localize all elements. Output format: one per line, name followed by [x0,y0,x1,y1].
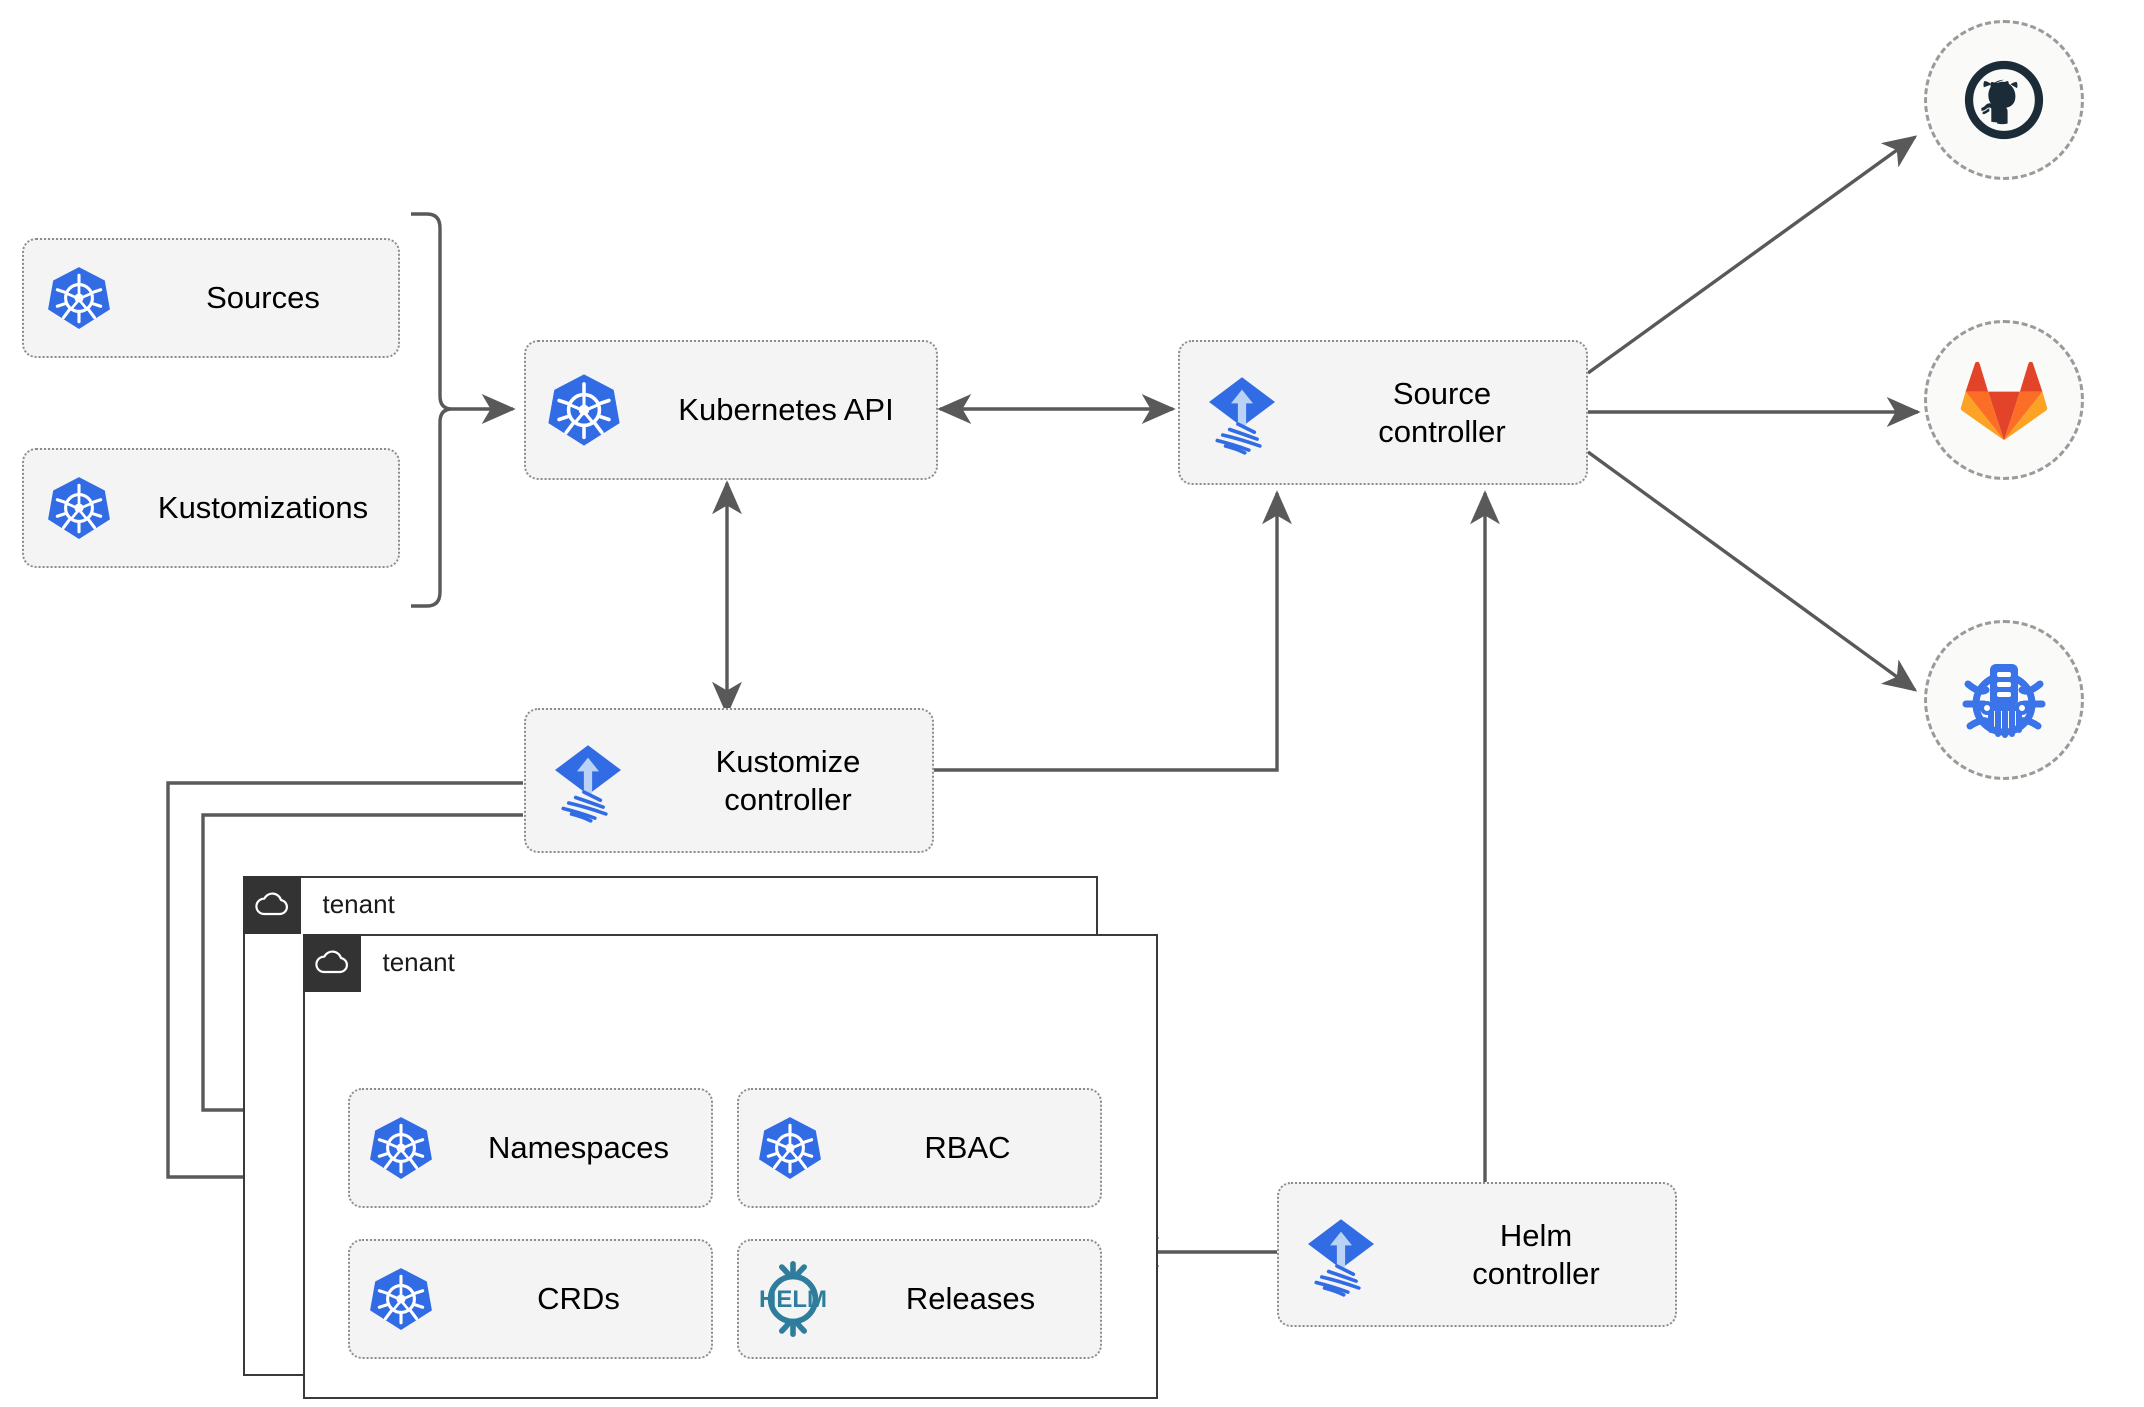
node-label: Source controller [1304,375,1586,449]
github-icon [1964,60,2044,140]
node-label: Kustomize controller [650,743,932,817]
node-crds[interactable]: CRDs [348,1239,713,1359]
edge-kustomize-to-source [932,490,1292,772]
helm-icon: HELM [739,1259,847,1339]
node-releases[interactable]: HELM Releases [737,1239,1102,1359]
cloud-icon [302,933,361,992]
tenant-label: tenant [382,947,455,977]
node-label-line1: Source [1392,376,1492,412]
tenant-window-front[interactable]: tenant [302,933,1158,1399]
node-label: Namespaces [488,1130,669,1166]
node-label: Helm controller [1403,1217,1675,1291]
node-helm-controller[interactable]: Helm controller [1277,1182,1677,1327]
tenant-label: tenant [322,889,395,919]
node-label: Sources [206,280,320,316]
node-source-controller[interactable]: Source controller [1178,340,1588,485]
kubernetes-icon [350,1266,452,1332]
node-label-line1: Kustomize [715,744,861,780]
flux-icon [1180,369,1304,457]
provider-gitlab[interactable] [1924,320,2084,480]
node-namespaces[interactable]: Namespaces [348,1088,713,1208]
flux-icon [1279,1211,1403,1299]
tenant-titlebar: tenant [242,875,395,934]
edge-inputs-brace [411,212,453,608]
kubernetes-icon [739,1115,841,1181]
node-label: CRDs [537,1281,620,1317]
node-kustomize-controller[interactable]: Kustomize controller [524,708,934,853]
node-label: Releases [905,1281,1036,1317]
node-sources[interactable]: Sources [22,238,400,358]
node-kustomizations[interactable]: Kustomizations [22,448,400,568]
helm-wordmark: HELM [759,1286,827,1313]
edge-source-to-github [1587,135,1918,375]
node-label-line2: controller [1378,413,1506,449]
node-label-line2: controller [724,781,852,817]
kubernetes-icon [24,475,134,541]
provider-github[interactable] [1924,20,2084,180]
kubernetes-icon [24,265,134,331]
node-rbac[interactable]: RBAC [737,1088,1102,1208]
tenant-titlebar: tenant [302,933,455,992]
node-label: Kubernetes API [678,392,894,428]
cloud-icon [242,875,301,934]
node-label: RBAC [924,1130,1011,1166]
gitlab-icon [1960,361,2048,441]
kubernetes-icon [526,372,642,448]
edge-source-to-helm-repo [1586,450,1918,692]
node-label-line2: controller [1472,1255,1600,1291]
node-kubernetes-api[interactable]: Kubernetes API [524,340,938,480]
flux-icon [526,737,650,825]
provider-helm-repository[interactable] [1924,620,2084,780]
node-label: Kustomizations [157,490,369,526]
kubernetes-icon [350,1115,452,1181]
node-label-line1: Helm [1499,1218,1573,1254]
helm-chart-icon [1962,664,2046,738]
